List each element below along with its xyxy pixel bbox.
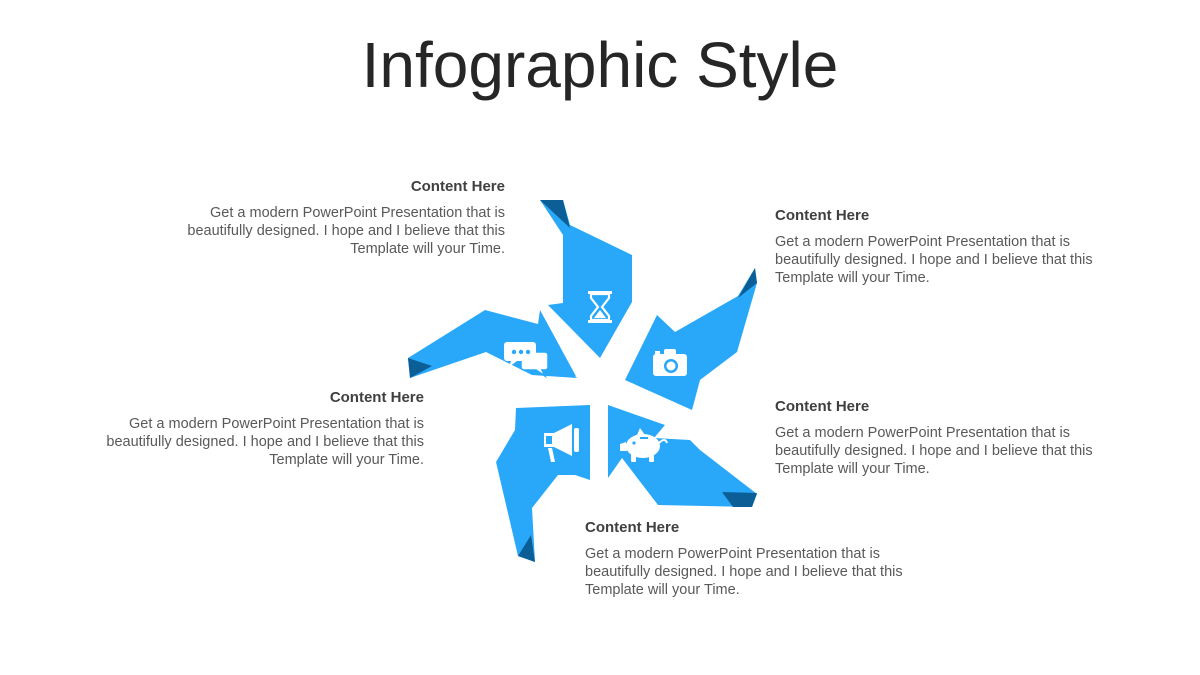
content-text: Get a modern PowerPoint Presentation tha… [585, 546, 903, 598]
content-text: Get a modern PowerPoint Presentation tha… [106, 416, 424, 468]
content-heading: Content Here [410, 178, 505, 195]
content-block-bottom: Content Here Get a modern PowerPoint Pre… [585, 519, 925, 599]
content-heading: Content Here [585, 519, 680, 536]
arrow-bottom-right [608, 405, 757, 507]
center-star [575, 360, 625, 404]
piggy-bank-icon [620, 428, 668, 462]
content-heading: Content Here [775, 398, 870, 415]
camera-icon [653, 349, 687, 376]
page-title: Infographic Style [361, 29, 839, 101]
content-block-middle-left: Content Here Get a modern PowerPoint Pre… [84, 389, 424, 469]
content-block-middle-right: Content Here Get a modern PowerPoint Pre… [775, 398, 1115, 478]
content-heading: Content Here [775, 207, 870, 224]
content-text: Get a modern PowerPoint Presentation tha… [775, 234, 1093, 286]
content-text: Get a modern PowerPoint Presentation tha… [775, 425, 1093, 477]
chat-bubbles-icon [504, 342, 549, 379]
content-text: Get a modern PowerPoint Presentation tha… [187, 205, 505, 257]
content-block-top-right: Content Here Get a modern PowerPoint Pre… [775, 207, 1115, 287]
content-heading: Content Here [329, 389, 424, 406]
arrow-top [540, 200, 632, 358]
content-block-top-left: Content Here Get a modern PowerPoint Pre… [165, 178, 505, 258]
megaphone-icon [544, 424, 579, 462]
arrow-right-upper [625, 268, 757, 410]
hourglass-icon [588, 291, 612, 323]
arrow-left-upper [408, 310, 577, 378]
